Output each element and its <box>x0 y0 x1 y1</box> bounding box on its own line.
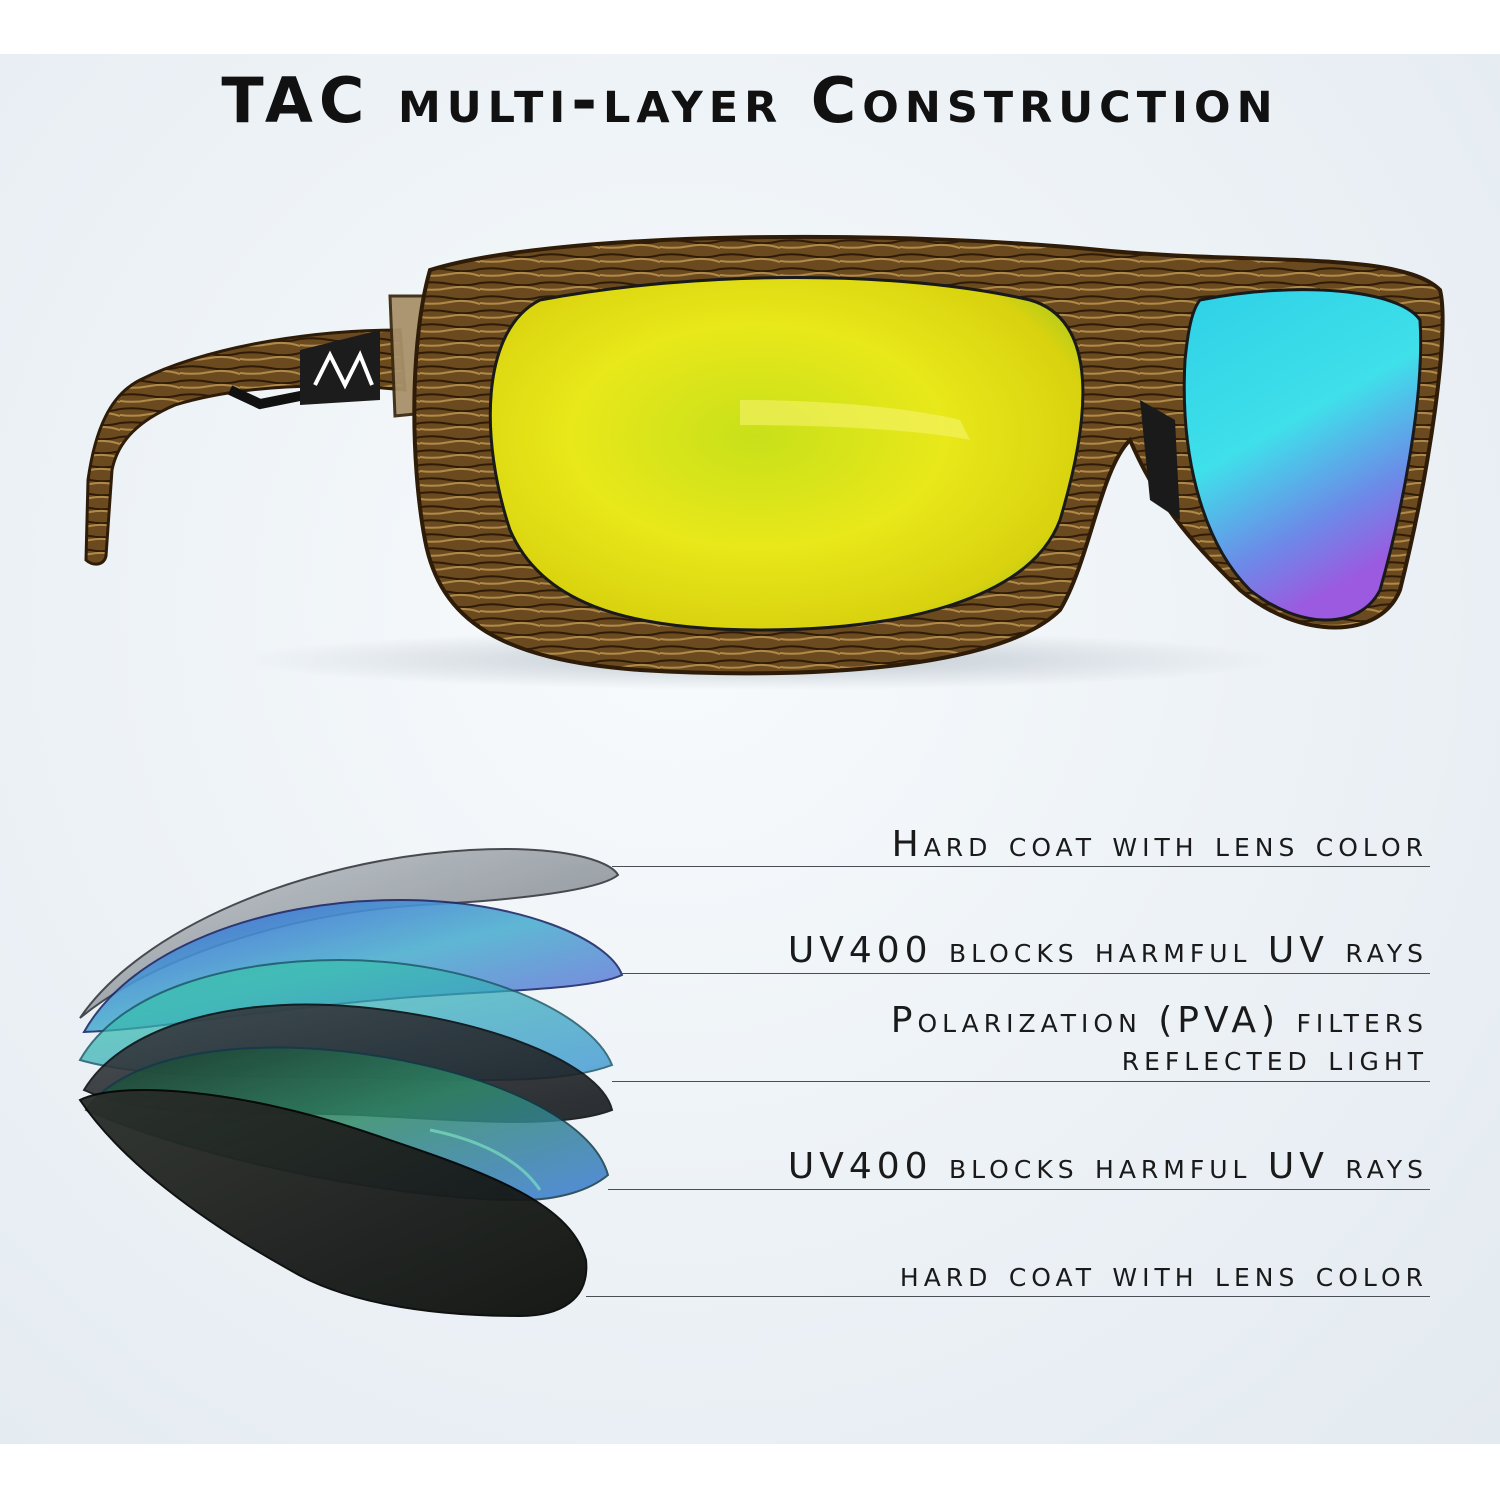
layer-label-polarization: Polarization (PVA) filters reflected lig… <box>891 1002 1428 1078</box>
leader-line-5 <box>586 1296 1430 1297</box>
leader-line-1 <box>612 866 1430 867</box>
brand-logo <box>313 350 374 390</box>
layer-label-hard-coat-top: Hard coat with lens color <box>891 824 1428 865</box>
layer-label-uv400-bottom: UV400 blocks harmful UV rays <box>787 1146 1428 1187</box>
layer-label-polarization-line2: reflected light <box>1121 1038 1428 1079</box>
lens-layers-image <box>78 848 624 1318</box>
page-title: TAC multi-layer Construction <box>221 64 1279 137</box>
layer-label-uv400-top: UV400 blocks harmful UV rays <box>787 930 1428 971</box>
leader-line-4 <box>608 1189 1430 1190</box>
sunglasses-image <box>84 234 1445 690</box>
layer-label-hard-coat-bottom: hard coat with lens color <box>899 1254 1428 1295</box>
layer-label-polarization-line1: Polarization (PVA) filters <box>890 1000 1428 1041</box>
leader-line-2 <box>620 973 1430 974</box>
leader-line-3 <box>612 1081 1430 1082</box>
